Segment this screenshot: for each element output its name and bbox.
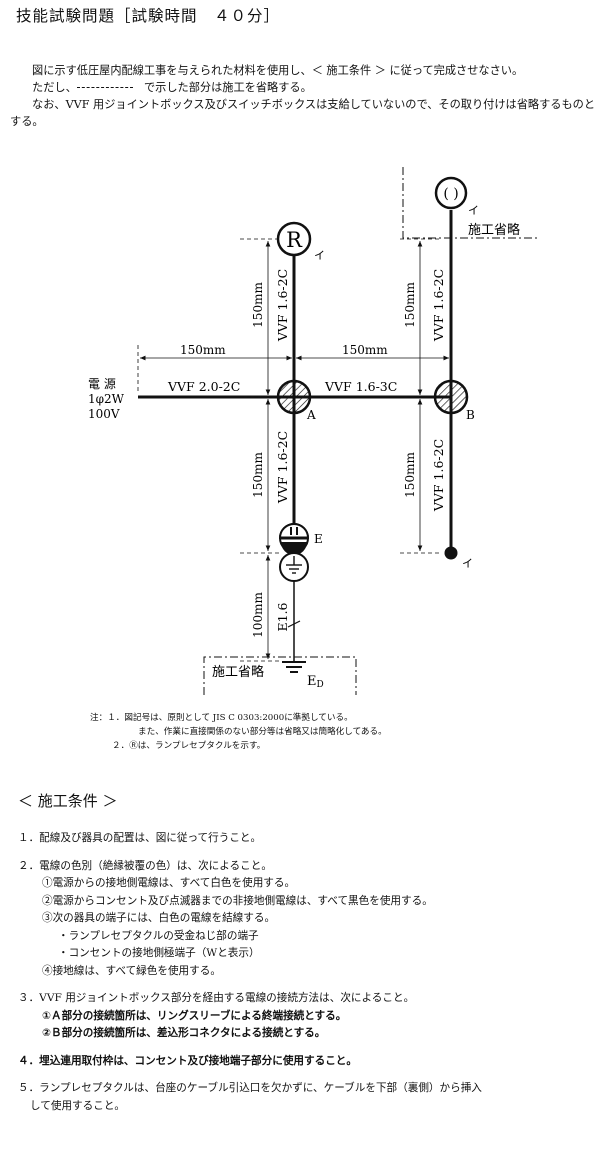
condition-2-head: ２．電線の色別（絶縁被覆の色）は、次によること。 (18, 859, 272, 872)
junction-box-a (276, 379, 312, 415)
condition-2: ２．電線の色別（絶縁被覆の色）は、次によること。 ①電源からの接地側電線は、すべ… (18, 858, 603, 981)
intro-text: 図に示す低圧屋内配線工事を与えられた材料を使用し、＜ 施工条件 ＞ に従って完成… (10, 62, 602, 130)
note-2: ２．Ⓡは、ランプレセプタクルを示す。 (112, 741, 266, 751)
intro-line-2-post: で示した部分は施工を省略する。 (143, 81, 312, 94)
ground-ed-label: ED (307, 674, 324, 690)
note-1b: また、作業に直接関係のない部分等は省略又は簡略化してある。 (138, 727, 387, 737)
cable-b-up-label: VVF 1.6-2C (431, 269, 446, 342)
earth-wire-tick (287, 620, 301, 628)
omit-label-bottom: 施工省略 (212, 664, 264, 680)
power-label-3: 100V (88, 407, 120, 421)
condition-5: ５．ランプレセプタクルは、台座のケーブル引込口を欠かずに、ケーブルを下部（裏側）… (18, 1080, 603, 1115)
dash-line-symbol (76, 87, 133, 89)
cable-a-up-label: VVF 1.6-2C (275, 269, 290, 342)
dim-a-down-label: 150mm (251, 452, 265, 498)
power-label-2: 1φ2W (88, 392, 125, 406)
condition-2-3b: ・コンセントの接地側極端子（Wと表示） (58, 947, 260, 959)
ceiling-light-symbol (434, 176, 468, 210)
earth-wire-label: E1.6 (275, 602, 290, 631)
cable-main-label: VVF 2.0-2C (167, 379, 240, 394)
dim-h1-label: 150mm (180, 343, 226, 357)
intro-line-3: なお、VVF 用ジョイントボックス及びスイッチボックスは支給していないので、その… (10, 98, 596, 128)
box-b-label: B (466, 408, 475, 422)
label-i-light: イ (468, 204, 479, 217)
condition-3-head: ３．VVF 用ジョイントボックス部分を経由する電線の接続方法は、次によること。 (18, 992, 415, 1004)
condition-3-2: ②Ｂ部分の接続箇所は、差込形コネクタによる接続とする。 (42, 1027, 326, 1039)
omit-boundary-bottom (203, 656, 357, 695)
dim-b-down-label: 150mm (403, 452, 417, 498)
condition-4: ４．埋込連用取付枠は、コンセント及び接地端子部分に使用すること。 (18, 1054, 357, 1067)
note-1a: 注：１．図記号は、原則として JIS C 0303:2000に準拠している。 (90, 713, 353, 723)
condition-5b: して使用すること。 (30, 1099, 126, 1112)
condition-2-4: ④接地線は、すべて緑色を使用する。 (42, 964, 221, 977)
condition-3: ３．VVF 用ジョイントボックス部分を経由する電線の接続方法は、次によること。 … (18, 990, 603, 1043)
dim-b-up-label: 150mm (403, 282, 417, 328)
wiring-diagram: 施工省略 R イ ( ) イ A B イ E ED 施 (88, 167, 537, 695)
label-i-receptacle: イ (314, 249, 325, 262)
omit-label-top: 施工省略 (468, 222, 520, 238)
intro-line-1: 図に示す低圧屋内配線工事を与えられた材料を使用し、＜ 施工条件 ＞ に従って完成… (32, 64, 524, 77)
power-label-1: 電 源 (88, 377, 116, 391)
diagram-notes: 注：１．図記号は、原則として JIS C 0303:2000に準拠している。 ま… (90, 711, 387, 753)
condition-2-1: ①電源からの接地側電線は、すべて白色を使用する。 (42, 877, 296, 889)
earth-terminal-symbol (279, 552, 309, 582)
ground-symbol (282, 661, 306, 673)
dim-earth-label: 100mm (251, 592, 265, 638)
cable-ab-label: VVF 1.6-3C (324, 379, 397, 394)
outlet-with-earth-symbol (278, 523, 310, 555)
dim-a-up-label: 150mm (251, 282, 265, 328)
label-i-switch: イ (462, 557, 473, 570)
box-a-label: A (306, 408, 316, 422)
condition-1: １．配線及び器具の配置は、図に従って行うこと。 (18, 832, 262, 844)
condition-2-2: ②電源からコンセント及び点滅器までの非接地側電線は、すべて黒色を使用する。 (42, 894, 433, 907)
receptacle-label: R (286, 228, 303, 252)
junction-box-b (433, 379, 469, 415)
cable-a-down-label: VVF 1.6-2C (275, 431, 290, 504)
cable-b-down-label: VVF 1.6-2C (431, 439, 446, 512)
condition-3-1: ①Ａ部分の接続箇所は、リングスリーブによる終端接続とする。 (42, 1009, 347, 1022)
page-title: 技能試験問題［試験時間 ４０分］ (16, 7, 281, 25)
dim-h2-label: 150mm (342, 343, 388, 357)
outlet-e-label: E (314, 532, 323, 546)
condition-2-3: ③次の器具の端子には、白色の電線を結線する。 (42, 912, 276, 924)
conditions-list: １．配線及び器具の配置は、図に従って行うこと。 ２．電線の色別（絶縁被覆の色）は… (18, 830, 603, 1125)
conditions-title: ＜ 施工条件 ＞ (18, 792, 118, 810)
omit-boundary-top (402, 167, 537, 239)
condition-5a: ５．ランプレセプタクルは、台座のケーブル引込口を欠かずに、ケーブルを下部（裏側）… (18, 1082, 482, 1094)
intro-line-2-pre: ただし、 (32, 81, 77, 94)
ceiling-light-inner: ( ) (443, 186, 458, 202)
intro-line-2: ただし、 で示した部分は施工を省略する。 (10, 79, 602, 96)
condition-2-3a: ・ランプレセプタクルの受金ねじ部の端子 (58, 929, 259, 942)
switch-symbol (444, 546, 458, 560)
